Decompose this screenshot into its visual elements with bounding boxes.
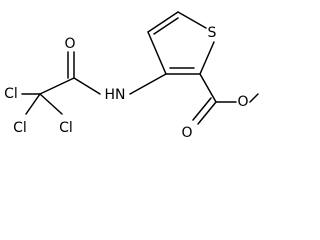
atom-sulfur: S — [208, 25, 217, 41]
atom-chlorine-3: Cl — [59, 120, 73, 136]
structure-diagram: S HN O O O Cl Cl Cl — [4, 11, 259, 141]
bond-carbonyl-ccl3 — [39, 77, 75, 95]
bond-c2-ester-c — [199, 73, 217, 103]
atom-amide-nh: HN — [105, 87, 126, 103]
atom-chlorine-1: Cl — [4, 86, 18, 102]
atom-chlorine-2: Cl — [13, 120, 27, 136]
atom-ester-carbonyl-oxygen: O — [181, 125, 192, 141]
bond-oether-methyl — [249, 93, 259, 103]
bond-ester-c-o — [197, 101, 217, 125]
atom-ester-ether-oxygen: O — [237, 94, 248, 110]
bond-s-c2 — [199, 41, 215, 75]
bond-c-cl2 — [25, 93, 41, 115]
bond-c4-c5-double — [153, 17, 179, 35]
bond-c5-s — [177, 11, 207, 29]
bond-c4-c5 — [147, 11, 179, 33]
bond-c-cl3 — [39, 93, 63, 115]
atom-amide-oxygen: O — [64, 36, 75, 52]
bond-c3-c4 — [147, 31, 167, 75]
bond-c3-n — [129, 73, 167, 95]
bond-n-carbonyl — [73, 77, 101, 95]
bond-ester-c-o-double — [192, 97, 212, 121]
